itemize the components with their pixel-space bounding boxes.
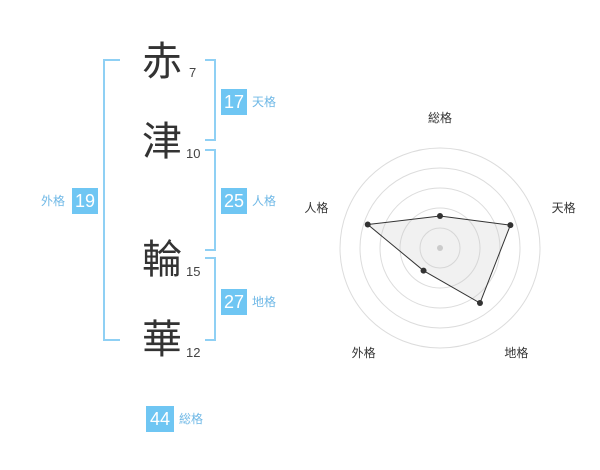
radar-axis-label: 人格 bbox=[304, 200, 328, 215]
radar-point bbox=[420, 267, 427, 274]
tenkaku-label: 天格 bbox=[252, 95, 277, 109]
radar-point bbox=[507, 222, 514, 229]
name-char-2: 津 bbox=[142, 119, 182, 165]
stroke-count-3: 15 bbox=[186, 264, 201, 279]
radar-axis-label: 天格 bbox=[552, 200, 576, 215]
radar-point bbox=[476, 300, 483, 307]
radar-center bbox=[437, 245, 443, 251]
name-char-3: 輪 bbox=[142, 237, 182, 283]
jinkaku-bracket bbox=[205, 149, 216, 251]
tenkaku-value: 17 bbox=[221, 89, 247, 115]
gaikaku-label: 外格 bbox=[41, 194, 66, 208]
chikaku-value: 27 bbox=[221, 289, 247, 315]
tenkaku-bracket bbox=[205, 59, 216, 141]
radar-ring bbox=[379, 187, 501, 309]
radar-ring bbox=[399, 207, 481, 289]
name-char-4: 華 bbox=[142, 317, 182, 363]
stroke-count-1: 7 bbox=[189, 65, 197, 80]
radar-axis-label: 外格 bbox=[352, 345, 376, 360]
radar-axis-label: 地格 bbox=[504, 345, 528, 360]
radar-polygon bbox=[366, 215, 512, 304]
gaikaku-value: 19 bbox=[72, 188, 98, 214]
name-char-1: 赤 bbox=[142, 39, 182, 85]
radar-ring bbox=[339, 147, 541, 349]
stroke-count-2: 10 bbox=[186, 146, 201, 161]
radar-ring bbox=[359, 167, 521, 329]
stroke-count-4: 12 bbox=[186, 345, 201, 360]
radar-point bbox=[437, 213, 443, 219]
chikaku-bracket bbox=[205, 257, 216, 341]
jinkaku-label: 人格 bbox=[252, 194, 277, 208]
soukaku-value: 44 bbox=[146, 406, 174, 432]
chikaku-label: 地格 bbox=[252, 295, 277, 309]
outer-bracket bbox=[103, 59, 120, 341]
radar-ring bbox=[419, 227, 461, 269]
soukaku-label: 総格 bbox=[179, 412, 204, 426]
radar-axis-label: 総格 bbox=[428, 110, 452, 125]
radar-point bbox=[364, 221, 371, 228]
jinkaku-value: 25 bbox=[221, 188, 247, 214]
